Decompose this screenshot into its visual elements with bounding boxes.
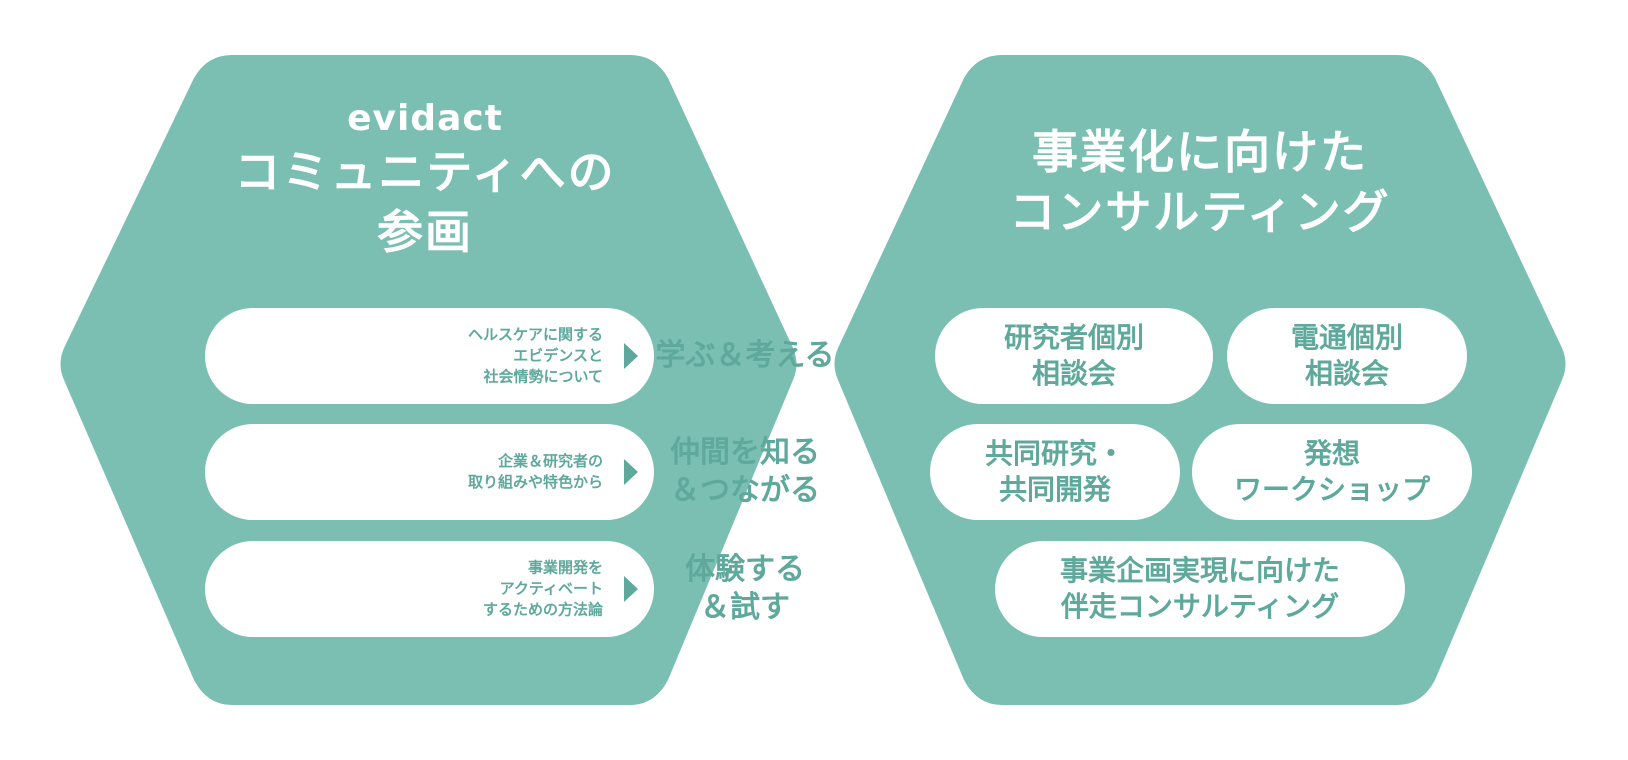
- pill-line: 相談会: [1031, 357, 1116, 390]
- joint-research-pill[interactable]: 共同研究・ 共同開発: [930, 424, 1180, 520]
- know-connect-action: 仲間を知る ＆つながる: [645, 434, 845, 510]
- consulting-title-block: 事業化に向けた コンサルティング: [960, 122, 1440, 242]
- desc-line: エビデンスと: [513, 346, 603, 365]
- pill-line: ワークショップ: [1233, 473, 1430, 506]
- learn-think-description: ヘルスケアに関する エビデンスと 社会情勢について: [215, 325, 603, 388]
- desc-line: 取り組みや特色から: [467, 473, 603, 491]
- researcher-consultation-pill[interactable]: 研究者個別 相談会: [935, 308, 1213, 404]
- consulting-title-line1: 事業化に向けた: [1032, 125, 1368, 179]
- action-line: ＆つながる: [670, 473, 820, 508]
- action-line: 学ぶ＆考える: [655, 338, 835, 373]
- learn-think-action: 学ぶ＆考える: [645, 337, 845, 375]
- pill-line: 共同研究・: [984, 437, 1125, 470]
- action-line: ＆試す: [700, 590, 790, 625]
- desc-line: 事業開発を: [527, 558, 603, 577]
- experience-try-description: 事業開発を アクティベート するための方法論: [215, 558, 603, 621]
- pill-line: 伴走コンサルティング: [1060, 590, 1340, 623]
- business-plan-consulting-pill[interactable]: 事業企画実現に向けた 伴走コンサルティング: [995, 541, 1405, 637]
- community-title-line1: コミュニティへの: [234, 145, 616, 199]
- desc-line: するための方法論: [482, 600, 603, 619]
- desc-line: アクティベート: [499, 579, 603, 598]
- action-line: 体験する: [685, 552, 805, 587]
- community-subtitle: evidact: [347, 98, 503, 139]
- know-connect-description: 企業＆研究者の 取り組みや特色から: [215, 451, 603, 493]
- pill-line: 発想: [1303, 437, 1360, 470]
- pill-line: 事業企画実現に向けた: [1059, 554, 1340, 587]
- experience-try-action: 体験する ＆試す: [645, 551, 845, 627]
- experience-try-pill[interactable]: 事業開発を アクティベート するための方法論 体験する ＆試す: [205, 541, 805, 637]
- triangle-arrow-icon: [624, 459, 638, 485]
- community-title-line2: 参画: [377, 205, 473, 259]
- ideation-workshop-pill[interactable]: 発想 ワークショップ: [1192, 424, 1472, 520]
- action-line: 仲間を知る: [670, 435, 820, 470]
- triangle-arrow-icon: [624, 343, 638, 369]
- community-title-block: evidact コミュニティへの 参画: [200, 96, 650, 262]
- desc-line: ヘルスケアに関する: [467, 325, 603, 344]
- pill-line: 研究者個別: [1003, 321, 1144, 354]
- desc-line: 社会情勢について: [483, 367, 603, 386]
- pill-line: 相談会: [1304, 357, 1389, 390]
- dentsu-consultation-pill[interactable]: 電通個別 相談会: [1227, 308, 1467, 404]
- pill-line: 電通個別: [1290, 321, 1403, 354]
- triangle-arrow-icon: [624, 576, 638, 602]
- consulting-title-line2: コンサルティング: [1009, 185, 1391, 239]
- desc-line: 企業＆研究者の: [497, 452, 603, 470]
- know-connect-pill[interactable]: 企業＆研究者の 取り組みや特色から 仲間を知る ＆つながる: [205, 424, 820, 520]
- learn-think-pill[interactable]: ヘルスケアに関する エビデンスと 社会情勢について 学ぶ＆考える: [205, 308, 835, 404]
- pill-line: 共同開発: [998, 473, 1111, 506]
